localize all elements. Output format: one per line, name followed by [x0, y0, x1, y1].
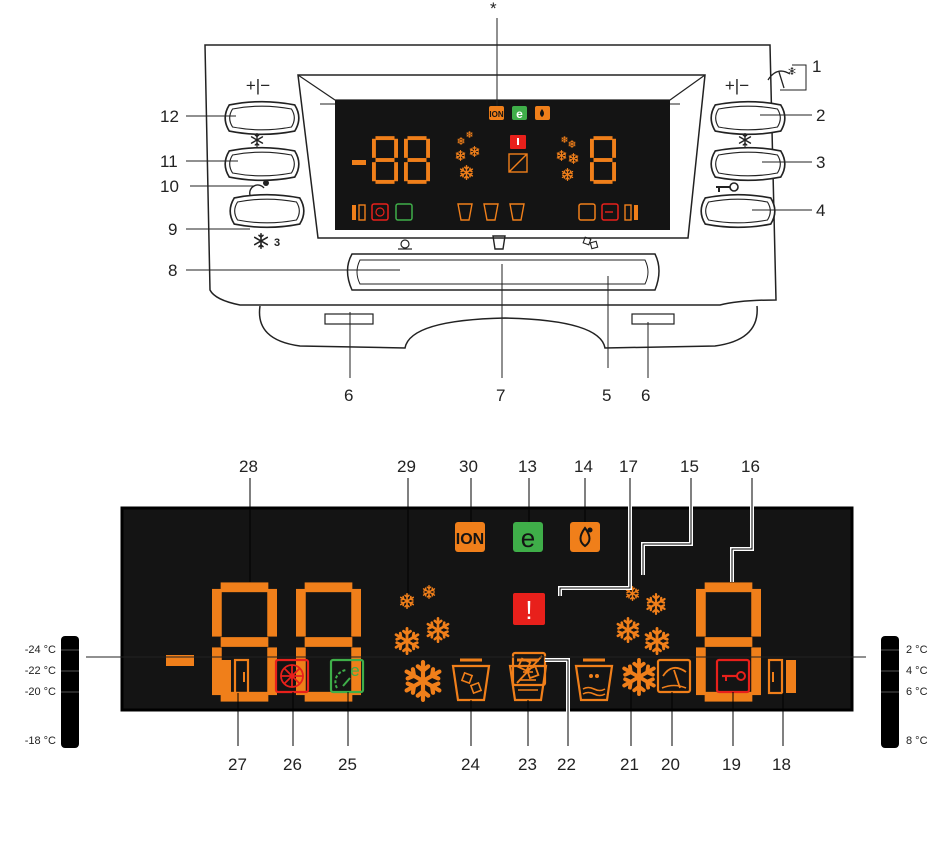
svg-text:23: 23 [518, 755, 537, 774]
umbrella-holiday-icon [767, 67, 796, 89]
ice-cubes-icon [451, 658, 491, 702]
umbrella-holiday-icon [656, 658, 692, 694]
snowflake-icon [738, 133, 752, 147]
svg-text:-22 °C: -22 °C [25, 665, 56, 677]
svg-text:e: e [521, 523, 535, 553]
top-callout-numbers: * 1 2 3 4 5 6 6 7 8 9 10 11 12 [160, 0, 825, 405]
svg-text:29: 29 [397, 457, 416, 476]
svg-text:-18 °C: -18 °C [25, 735, 56, 747]
super-freeze-button[interactable] [224, 146, 300, 182]
alarm-icon: ! [513, 593, 545, 625]
cup-icon [492, 235, 506, 250]
svg-text:30: 30 [459, 457, 478, 476]
svg-text:!: ! [525, 595, 532, 625]
svg-text:20: 20 [661, 755, 680, 774]
svg-text:26: 26 [283, 755, 302, 774]
water-drop-icon [574, 658, 614, 702]
right-slot [631, 313, 675, 325]
svg-text:25: 25 [338, 755, 357, 774]
freezer-door-icon [221, 658, 250, 695]
svg-text:ION: ION [489, 110, 503, 119]
svg-text:-24 °C: -24 °C [25, 644, 56, 656]
svg-text:10: 10 [160, 177, 179, 196]
left-slot [324, 313, 374, 325]
svg-text:27: 27 [228, 755, 247, 774]
svg-text:5: 5 [602, 386, 611, 405]
key-lock-icon [716, 182, 739, 192]
fridge-door-icon [767, 658, 796, 695]
svg-text:21: 21 [620, 755, 639, 774]
svg-text:17: 17 [619, 457, 638, 476]
large-display-digits [166, 582, 761, 702]
svg-text:28: 28 [239, 457, 258, 476]
eco-gauge-icon: e [329, 658, 365, 694]
dispenser-paddle[interactable] [346, 253, 660, 291]
svg-text:8 °C: 8 °C [906, 735, 928, 747]
svg-text:ION: ION [456, 531, 484, 548]
bottom-callout-lines [86, 478, 866, 746]
svg-text:6: 6 [641, 386, 650, 405]
svg-text:6: 6 [344, 386, 353, 405]
mini-display-content: ION e [352, 106, 638, 221]
freezer-temperature-scale: -24 °C -22 °C -20 °C -18 °C [25, 636, 79, 748]
bottom-callout-numbers: 28 29 30 13 14 17 15 16 27 26 25 24 23 2… [228, 457, 791, 774]
svg-text:22: 22 [557, 755, 576, 774]
svg-text:e: e [516, 107, 523, 121]
water-filter-icon [570, 522, 600, 552]
eco-icon: e [513, 522, 543, 553]
panel-buttons [224, 100, 786, 325]
svg-text:e: e [350, 661, 359, 680]
eco-mode-button[interactable] [229, 193, 305, 229]
svg-text:2 °C: 2 °C [906, 644, 928, 656]
svg-text:12: 12 [160, 107, 179, 126]
plus-minus-label-right: +|− [725, 76, 749, 95]
light-bulb-icon [398, 239, 412, 250]
svg-text:13: 13 [518, 457, 537, 476]
svg-text:14: 14 [574, 457, 593, 476]
fridge-temperature-scale: 2 °C 4 °C 6 °C 8 °C [881, 636, 928, 748]
child-lock-button[interactable] [700, 193, 776, 229]
minus-segment [166, 655, 194, 666]
svg-text:8: 8 [168, 261, 177, 280]
svg-text:18: 18 [772, 755, 791, 774]
svg-text:9: 9 [168, 220, 177, 239]
super-cool-button[interactable] [710, 146, 786, 182]
fan-icon [274, 658, 310, 694]
svg-text:15: 15 [680, 457, 699, 476]
plus-minus-label-left: +|− [246, 76, 270, 95]
ice-crusher-icon [582, 236, 599, 250]
svg-text:3: 3 [816, 153, 825, 172]
top-callout-lines [186, 18, 812, 378]
svg-text:19: 19 [722, 755, 741, 774]
ion-icon: ION [455, 522, 485, 552]
crushed-ice-icon [508, 658, 548, 702]
svg-text:16: 16 [741, 457, 760, 476]
svg-text:11: 11 [160, 152, 178, 171]
svg-text:1: 1 [812, 57, 821, 76]
temp-adjust-freezer-button[interactable] [224, 100, 300, 136]
svg-text:3: 3 [274, 237, 280, 249]
svg-text:*: * [490, 0, 497, 18]
temp-adjust-fridge-button[interactable] [710, 100, 786, 136]
svg-text:4 °C: 4 °C [906, 665, 928, 677]
svg-text:-20 °C: -20 °C [25, 686, 56, 698]
svg-text:2: 2 [816, 106, 825, 125]
snowflake-icon [250, 133, 264, 147]
svg-text:4: 4 [816, 201, 825, 220]
svg-text:24: 24 [461, 755, 480, 774]
snowflake-icon [253, 233, 269, 249]
svg-text:6 °C: 6 °C [906, 686, 928, 698]
svg-text:7: 7 [496, 386, 505, 405]
